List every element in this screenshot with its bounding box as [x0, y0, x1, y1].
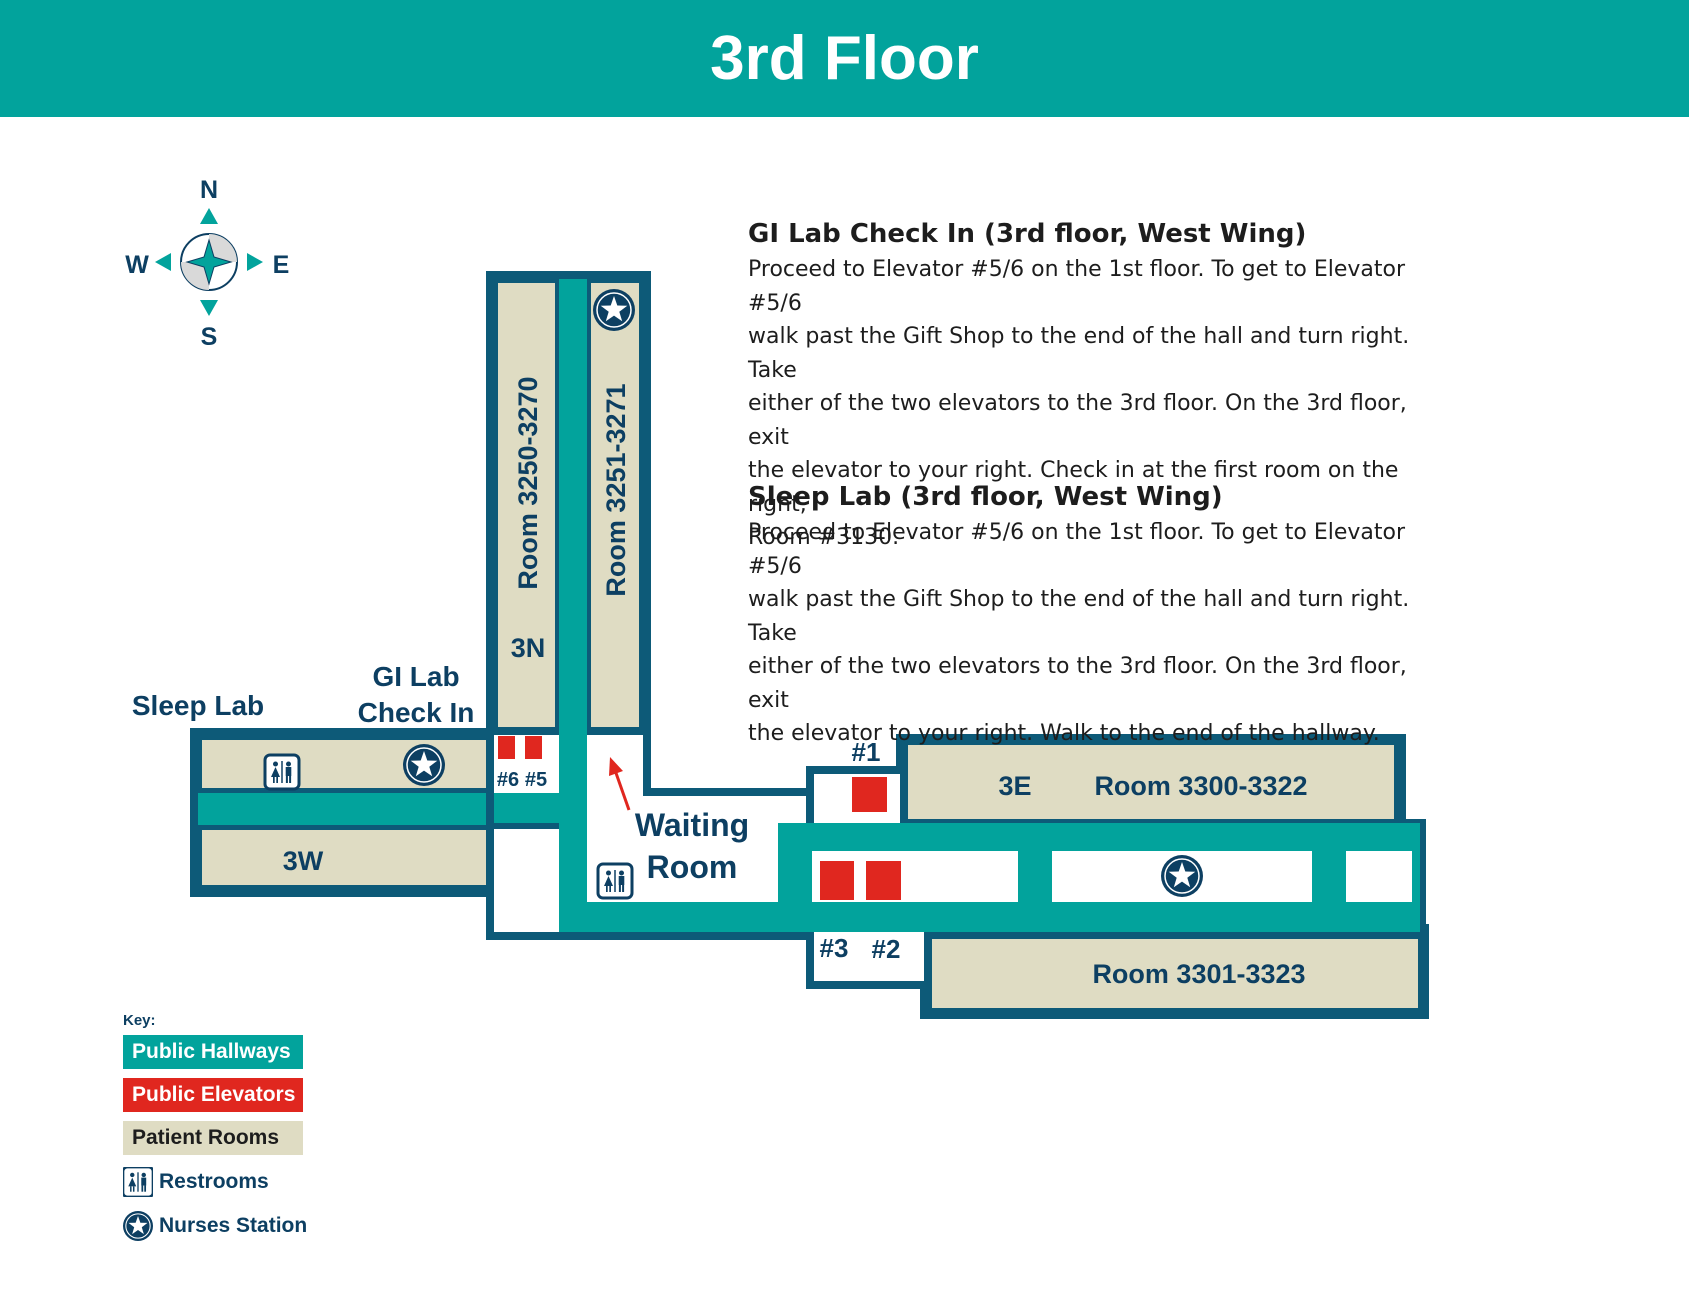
elevator-3 [820, 861, 854, 900]
key-patient-rooms: Patient Rooms [123, 1121, 303, 1155]
elevator-5 [525, 736, 542, 759]
key-public-hallways: Public Hallways [123, 1035, 303, 1069]
instructions-sleep-lab: Sleep Lab (3rd floor, West Wing) Proceed… [748, 482, 1448, 751]
hallway-3n [559, 279, 587, 932]
gi-lab-label-line1: GI Lab [372, 661, 459, 692]
instruction-line: Proceed to Elevator #5/6 on the 1st floo… [748, 520, 1406, 579]
wing-label-3w: 3W [283, 846, 324, 876]
hallway-3e-west [778, 823, 812, 932]
key-public-hallways-label: Public Hallways [132, 1040, 291, 1063]
room-3w-north [194, 732, 494, 796]
room-label-3300: Room 3300-3322 [1094, 771, 1307, 801]
compass-south: S [201, 323, 218, 351]
header-banner: 3rd Floor [0, 0, 1689, 117]
instruction-line: the elevator to your right. Walk to the … [748, 721, 1380, 746]
instructions-gi-lab: GI Lab Check In (3rd floor, West Wing) P… [748, 219, 1448, 555]
nurses-station-3w [402, 743, 446, 787]
hallway-south [559, 902, 1419, 932]
restroom-3w [263, 753, 301, 791]
compass-west: W [125, 251, 149, 279]
key-public-elevators-label: Public Elevators [132, 1083, 296, 1106]
key-patient-rooms-label: Patient Rooms [132, 1126, 280, 1149]
instruction-line: walk past the Gift Shop to the end of th… [748, 324, 1410, 383]
key-title: Key: [123, 1012, 156, 1029]
elevator-label-3: #3 [820, 933, 849, 963]
key-nurses-station-label: Nurses Station [159, 1214, 308, 1237]
compass-east: E [273, 251, 290, 279]
nurses-station-3n [592, 288, 636, 332]
instruction-line: walk past the Gift Shop to the end of th… [748, 587, 1410, 646]
instructions-sleep-lab-heading: Sleep Lab (3rd floor, West Wing) [748, 482, 1223, 512]
key-public-elevators: Public Elevators [123, 1078, 303, 1112]
room-3e-north [900, 737, 1402, 827]
hallway-3e-mid2 [1312, 823, 1346, 932]
wing-label-3n: 3N [511, 633, 546, 663]
arrow-icon [609, 757, 631, 811]
elevator-label-5: #5 [525, 769, 547, 791]
hallway-3e-mid1 [1018, 823, 1052, 932]
page-title: 3rd Floor [710, 24, 979, 93]
key-restrooms: Restrooms [123, 1165, 307, 1199]
instruction-line: either of the two elevators to the 3rd f… [748, 391, 1407, 450]
key-restrooms-label: Restrooms [159, 1170, 269, 1193]
compass-north: N [200, 176, 218, 204]
elevator-label-2: #2 [872, 934, 901, 964]
room-label-3251: Room 3251-3271 [601, 383, 631, 596]
instruction-line: Proceed to Elevator #5/6 on the 1st floo… [748, 257, 1406, 316]
elevator-label-1: #1 [852, 737, 881, 767]
elevator-label-6: #6 [497, 769, 519, 791]
waiting-room-label-line2: Room [647, 849, 738, 885]
instruction-line: either of the two elevators to the 3rd f… [748, 654, 1407, 713]
star-icon [123, 1211, 153, 1241]
room-label-3250: Room 3250-3270 [513, 376, 543, 589]
hallway-3e-east [1412, 823, 1420, 932]
room-label-3301: Room 3301-3323 [1092, 959, 1305, 989]
map-key: Key: Public Hallways Public Elevators Pa… [123, 1012, 307, 1243]
instruction-line: Room #3130. [748, 525, 900, 550]
sleep-lab-label: Sleep Lab [132, 690, 264, 721]
instructions-gi-lab-heading: GI Lab Check In (3rd floor, West Wing) [748, 219, 1307, 249]
instruction-line: the elevator to your right. Check in at … [748, 458, 1399, 517]
nurses-station-3e [1160, 854, 1204, 898]
elevator-1 [852, 777, 887, 812]
wall-elev-area-3 [806, 932, 924, 989]
room-3w-south [194, 822, 494, 893]
elevator-2 [866, 861, 901, 900]
elevator-6 [498, 736, 515, 759]
hallway-3w [198, 793, 559, 825]
compass-icon [155, 208, 263, 316]
restroom-icon [123, 1167, 153, 1197]
room-3e-south [924, 931, 1426, 1016]
gi-lab-label-line2: Check In [358, 697, 475, 728]
hallway-3e-midrow [1052, 903, 1312, 905]
key-nurses-station: Nurses Station [123, 1209, 307, 1243]
waiting-room-label-line1: Waiting [635, 807, 749, 843]
wing-label-3e: 3E [998, 771, 1031, 801]
restroom-waiting [596, 862, 634, 900]
